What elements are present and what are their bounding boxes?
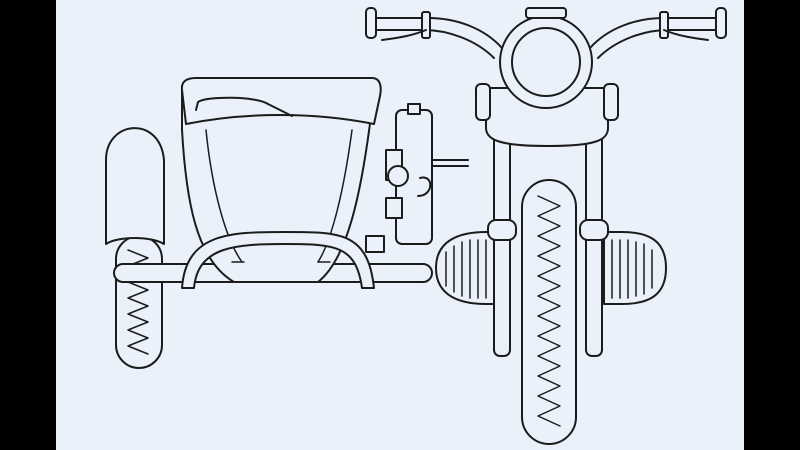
sidecar-mount [365, 103, 469, 253]
engine-cylinder-left [435, 231, 505, 305]
handlebar [365, 7, 727, 59]
letterbox-right [744, 0, 800, 450]
fork-lamp-bracket-left [475, 83, 491, 121]
sidecar-fender [105, 127, 165, 245]
sidecar-cowl [180, 77, 382, 125]
engine-cylinder-right [603, 231, 667, 305]
letterbox-left [0, 0, 56, 450]
sidecar-tire [115, 235, 163, 369]
fork-lamp-bracket-right [603, 83, 619, 121]
headlight [499, 7, 593, 109]
sidecar-seat-back [195, 96, 293, 117]
sidecar-bumper [181, 231, 375, 289]
sidecar-motorcycle-drawing [105, 7, 727, 445]
fork-crown [485, 87, 609, 147]
illustration-canvas [56, 0, 744, 450]
front-tire [521, 179, 577, 445]
sidecar-body-crease [205, 129, 353, 263]
